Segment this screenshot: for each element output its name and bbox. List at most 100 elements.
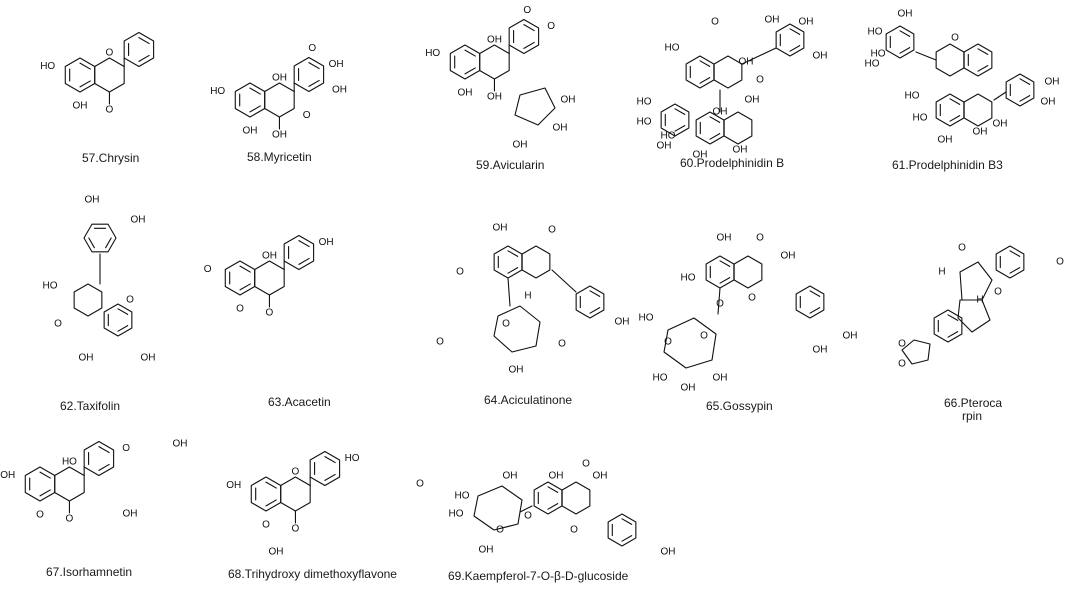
label-59-0: HO bbox=[425, 48, 440, 59]
caption-66-line1: 66.Pteroca bbox=[944, 396, 1002, 410]
label-65-0: OH bbox=[717, 233, 732, 244]
label-65-5: O bbox=[748, 293, 756, 304]
label-61-0: HO bbox=[868, 27, 883, 38]
label-60-6: HO bbox=[637, 97, 652, 108]
label-60-12: HO bbox=[661, 131, 676, 142]
label-66-4: O bbox=[994, 287, 1002, 298]
label-65-7: HO bbox=[639, 313, 654, 324]
label-65-6: O bbox=[700, 331, 708, 342]
label-61-11: OH bbox=[993, 119, 1008, 130]
label-69-0: OH bbox=[549, 471, 564, 482]
label-62-5: OH bbox=[79, 353, 94, 364]
structure-68-extra: OH O bbox=[269, 479, 425, 558]
label-60-2: OH bbox=[799, 17, 814, 28]
label-58-6: O bbox=[303, 110, 311, 121]
caption-59: 59.Avicularin bbox=[476, 159, 544, 172]
label-67-5: OH bbox=[123, 509, 138, 520]
label-58-4: OH bbox=[329, 59, 344, 70]
label-69-6: HO bbox=[449, 509, 464, 520]
label-64-7: O bbox=[436, 337, 444, 348]
label-64-5: OH bbox=[509, 365, 524, 376]
label-69-10: OH bbox=[661, 547, 676, 558]
caption-63: 63.Acacetin bbox=[268, 396, 331, 409]
label-69-1: OH bbox=[593, 471, 608, 482]
label-64-3: H bbox=[524, 291, 531, 302]
label-65-2: OH bbox=[781, 251, 796, 262]
label-68-0: OH bbox=[226, 480, 241, 491]
label-68-5: OH bbox=[269, 547, 284, 558]
label-65-3: HO bbox=[681, 273, 696, 284]
label-57-0: HO bbox=[40, 61, 55, 72]
caption-61: 61.Prodelphinidin B3 bbox=[892, 159, 1003, 172]
label-68-4: HO bbox=[345, 453, 360, 464]
label-67-6: OH bbox=[173, 439, 188, 450]
label-67-2: HO bbox=[62, 457, 77, 468]
caption-57: 57.Chrysin bbox=[82, 152, 139, 165]
label-58-5: O bbox=[308, 43, 316, 54]
label-67-0: OH bbox=[0, 470, 15, 481]
label-63-0: O bbox=[204, 264, 212, 275]
label-65-13: OH bbox=[713, 373, 728, 384]
label-59-1: OH bbox=[458, 88, 473, 99]
label-58-3: OH bbox=[272, 130, 287, 141]
label-60-0: HO bbox=[665, 43, 680, 54]
label-62-2: HO bbox=[43, 281, 58, 292]
label-65-8: O bbox=[664, 337, 672, 348]
structure-63: O O OH O OH bbox=[204, 236, 334, 319]
label-62-6: OH bbox=[141, 353, 156, 364]
label-63-1: O bbox=[236, 304, 244, 315]
label-60-10: OH bbox=[745, 95, 760, 106]
label-58-2: OH bbox=[272, 73, 287, 84]
label-64-2: O bbox=[456, 267, 464, 278]
label-59-s2: OH bbox=[553, 123, 568, 134]
label-58-7: OH bbox=[332, 84, 347, 95]
label-61-6: HO bbox=[913, 113, 928, 124]
label-59-3: OH bbox=[487, 92, 502, 103]
caption-62: 62.Taxifolin bbox=[60, 400, 120, 413]
label-61-10: OH bbox=[938, 135, 953, 146]
caption-60: 60.Prodelphinidin B bbox=[680, 157, 784, 170]
label-68-3: O bbox=[292, 524, 300, 535]
label-61-3: HO bbox=[865, 59, 880, 70]
label-64-6: O bbox=[558, 339, 566, 350]
label-64-4: O bbox=[502, 319, 510, 330]
label-65-10: OH bbox=[813, 345, 828, 356]
label-61-9: OH bbox=[1041, 97, 1056, 108]
label-69-2: O bbox=[582, 459, 590, 470]
label-62-0: OH bbox=[85, 195, 100, 206]
label-59-2: OH bbox=[487, 35, 502, 46]
label-64-8: OH bbox=[615, 317, 630, 328]
structure-62: OH OH HO O O OH OH bbox=[43, 195, 156, 364]
label-68-2: O bbox=[292, 467, 300, 478]
label-60-14: OH bbox=[713, 107, 728, 118]
label-62-3: O bbox=[126, 295, 134, 306]
label-61-5: HO bbox=[905, 91, 920, 102]
label-66-0: H bbox=[938, 267, 945, 278]
caption-64: 64.Aciculatinone bbox=[484, 394, 572, 407]
label-65-9: OH bbox=[843, 331, 858, 342]
label-69-7: O bbox=[496, 525, 504, 536]
label-66-6: O bbox=[898, 359, 906, 370]
label-59-s3: OH bbox=[513, 140, 528, 151]
label-61-4: O bbox=[951, 33, 959, 44]
label-69-4: O bbox=[524, 511, 532, 522]
label-66-3: H bbox=[976, 295, 983, 306]
caption-66: 66.Pteroca rpin bbox=[944, 397, 1000, 423]
label-62-4: O bbox=[54, 319, 62, 330]
label-57-1: OH bbox=[73, 101, 88, 112]
label-60-8: OH bbox=[657, 141, 672, 152]
label-61-1: OH bbox=[898, 9, 913, 20]
label-68-1: O bbox=[262, 520, 270, 531]
label-69-3: OH bbox=[503, 471, 518, 482]
label-63-3: O bbox=[266, 308, 274, 319]
label-63-4: OH bbox=[319, 237, 334, 248]
label-58-0: HO bbox=[210, 86, 225, 97]
label-62-1: OH bbox=[131, 215, 146, 226]
label-63-2: OH bbox=[262, 251, 277, 262]
